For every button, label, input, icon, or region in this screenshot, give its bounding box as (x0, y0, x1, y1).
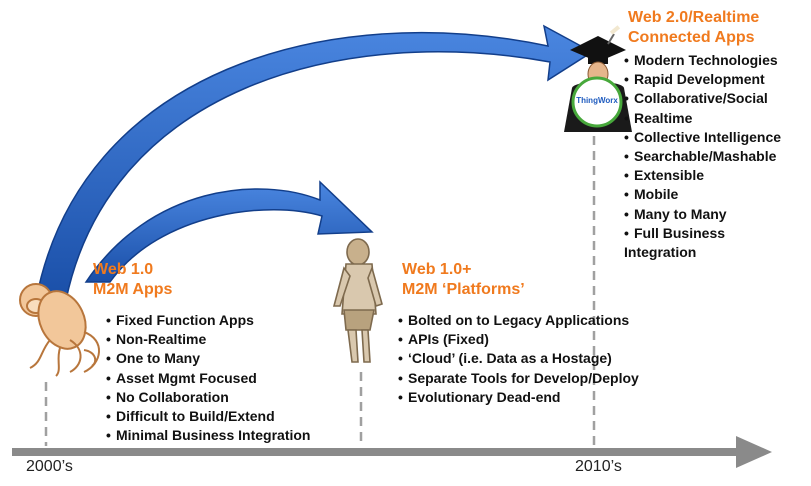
timeline-end-label: 2010’s (575, 458, 622, 475)
bullet-item: Many to Many (624, 205, 781, 224)
thingworx-badge-label: ThingWorx (576, 96, 618, 105)
graduate-figure (564, 25, 632, 132)
bullet-item: ‘Cloud’ (i.e. Data as a Hostage) (398, 349, 639, 368)
era-web20-subtitle: Connected Apps (628, 29, 755, 46)
bullet-item: Full Business (624, 224, 781, 243)
bullet-item: Separate Tools for Develop/Deploy (398, 369, 639, 388)
bullet-continuation: Integration (624, 244, 697, 260)
bullet-item: Mobile (624, 185, 781, 204)
era-platforms-subtitle: M2M ‘Platforms’ (402, 281, 525, 298)
era-web20-bullets: Modern Technologies Rapid Development Co… (624, 51, 781, 243)
bullet-item: Difficult to Build/Extend (106, 407, 310, 426)
timeline-start-label: 2000’s (26, 458, 73, 475)
bullet-item: Fixed Function Apps (106, 311, 310, 330)
era-platforms-heading: Web 1.0+ M2M ‘Platforms’ (402, 260, 525, 300)
bullet-item: Collective Intelligence (624, 128, 781, 147)
bullet-item: Rapid Development (624, 70, 781, 89)
era-web10-title: Web 1.0 (93, 261, 154, 278)
era-web10-subtitle: M2M Apps (93, 281, 173, 298)
bullet-item: No Collaboration (106, 388, 310, 407)
bullet-item: Realtime (624, 109, 781, 128)
bullet-item: Collaborative/Social (624, 89, 781, 108)
thingworx-badge (571, 76, 623, 128)
bullet-item: Minimal Business Integration (106, 426, 310, 445)
bullet-item: Extensible (624, 166, 781, 185)
bullet-item: Asset Mgmt Focused (106, 369, 310, 388)
bullet-item: Modern Technologies (624, 51, 781, 70)
monkey-figure (19, 283, 100, 377)
era-platforms-title: Web 1.0+ (402, 261, 472, 278)
era-web10-heading: Web 1.0 M2M Apps (93, 260, 172, 300)
bullet-item: One to Many (106, 349, 310, 368)
era-platforms-bullets: Bolted on to Legacy Applications APIs (F… (398, 311, 639, 407)
era-web10-bullets: Fixed Function Apps Non-Realtime One to … (106, 311, 310, 445)
timeline-axis (12, 436, 772, 468)
bullet-item: APIs (Fixed) (398, 330, 639, 349)
era-web20-heading: Web 2.0/Realtime Connected Apps (628, 8, 759, 48)
bullet-item: Bolted on to Legacy Applications (398, 311, 639, 330)
bullet-item: Searchable/Mashable (624, 147, 781, 166)
bullet-item: Non-Realtime (106, 330, 310, 349)
era-web20-title: Web 2.0/Realtime (628, 9, 760, 26)
caveman-figure (332, 238, 383, 363)
small-evolution-arrow (84, 180, 374, 283)
bullet-item: Evolutionary Dead-end (398, 388, 639, 407)
